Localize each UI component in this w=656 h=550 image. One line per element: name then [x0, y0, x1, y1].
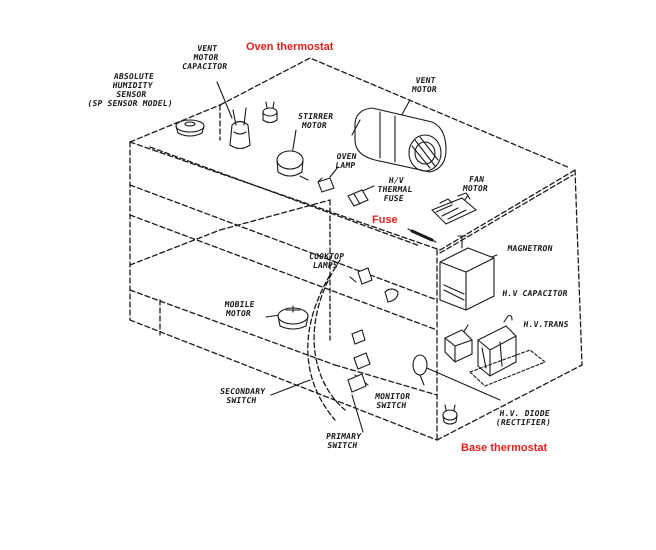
door-arcs [307, 259, 346, 421]
hv-capacitor-part [444, 329, 473, 363]
secondary-switch-label: SECONDARY SWITCH [219, 387, 266, 405]
oven-thermostat-part [262, 101, 278, 124]
turntable-motor-label: MOBILE MOTOR [223, 300, 256, 318]
magnetron-part [439, 235, 495, 311]
switches-parts [347, 329, 371, 393]
absolute-humidity-sensor-label: ABSOLUTE HUMIDITY SENSOR (SP SENSOR MODE… [86, 72, 174, 108]
vent-motor-capacitor-label: VENT MOTOR CAPACITOR [181, 44, 228, 71]
fuse-part [407, 228, 437, 243]
hv-transformer-label: H.V.TRANS [522, 320, 570, 329]
primary-switch-label: PRIMARY SWITCH [325, 432, 362, 450]
humidity-sensor [175, 119, 205, 137]
stirrer-motor-part [276, 150, 309, 181]
hv-capacitor-label: H.V CAPACITOR [501, 289, 569, 298]
hv-transformer-part [468, 314, 547, 387]
magnetron-label: MAGNETRON [506, 244, 554, 253]
cabinet-outline [129, 57, 583, 441]
fan-motor-label: FAN MOTOR [462, 175, 489, 193]
base-thermostat-label: Base thermostat [461, 442, 548, 454]
cooktop-lamps-label: COOKTOP LAMPS [308, 252, 345, 270]
oven-lamp-label: OVEN LAMP [334, 152, 358, 170]
vent-motor-capacitor [229, 107, 251, 150]
hv-diode-label: H.V. DIODE (RECTIFIER) [495, 409, 552, 427]
oven-thermostat-label: Oven thermostat [246, 41, 334, 53]
oven-lamp-part [317, 177, 335, 193]
monitor-switch-label: MONITOR SWITCH [374, 392, 411, 410]
hv-thermal-fuse-label: H/V THERMAL FUSE [376, 176, 414, 203]
hv-thermal-fuse-part [347, 189, 369, 207]
hv-diode-part [412, 354, 428, 386]
vent-motor-label: VENT MOTOR [411, 76, 438, 94]
cooktop-lamps-part [357, 267, 399, 303]
base-thermostat-part [442, 404, 458, 425]
stirrer-motor-label: STIRRER MOTOR [297, 112, 334, 130]
fuse-label: Fuse [372, 214, 398, 226]
turntable-motor-part [277, 305, 309, 330]
vent-motor-part [351, 107, 447, 173]
fan-motor-part [431, 192, 478, 225]
